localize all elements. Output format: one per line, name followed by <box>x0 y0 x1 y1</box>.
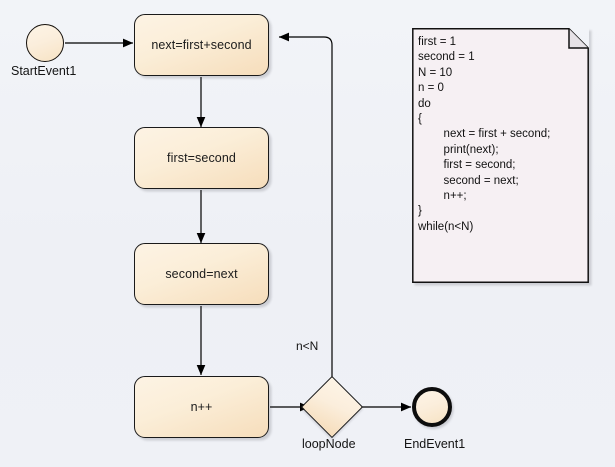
end-event-label: EndEvent1 <box>404 437 466 451</box>
task-label: next=first+second <box>151 38 252 52</box>
task-first-equals-second[interactable]: first=second <box>134 127 269 189</box>
code-note: first = 1 second = 1 N = 10 n = 0 do { n… <box>412 28 589 283</box>
note-code-text: first = 1 second = 1 N = 10 n = 0 do { n… <box>418 36 551 233</box>
note-shape <box>412 28 589 283</box>
task-label: first=second <box>167 151 236 165</box>
exclusive-gateway-diamond[interactable] <box>300 375 364 439</box>
start-event-circle[interactable] <box>26 24 64 62</box>
task-second-equals-next[interactable]: second=next <box>134 243 269 305</box>
end-event-circle[interactable] <box>412 387 452 427</box>
start-event-label: StartEvent1 <box>11 64 77 78</box>
task-n-increment[interactable]: n++ <box>134 376 269 438</box>
task-label: second=next <box>165 267 238 281</box>
task-label: n++ <box>190 400 213 414</box>
edge-loop-back <box>278 32 333 384</box>
task-next-first-plus-second[interactable]: next=first+second <box>134 14 269 76</box>
loop-condition-label: n<N <box>296 339 319 353</box>
gateway-label: loopNode <box>302 437 356 451</box>
